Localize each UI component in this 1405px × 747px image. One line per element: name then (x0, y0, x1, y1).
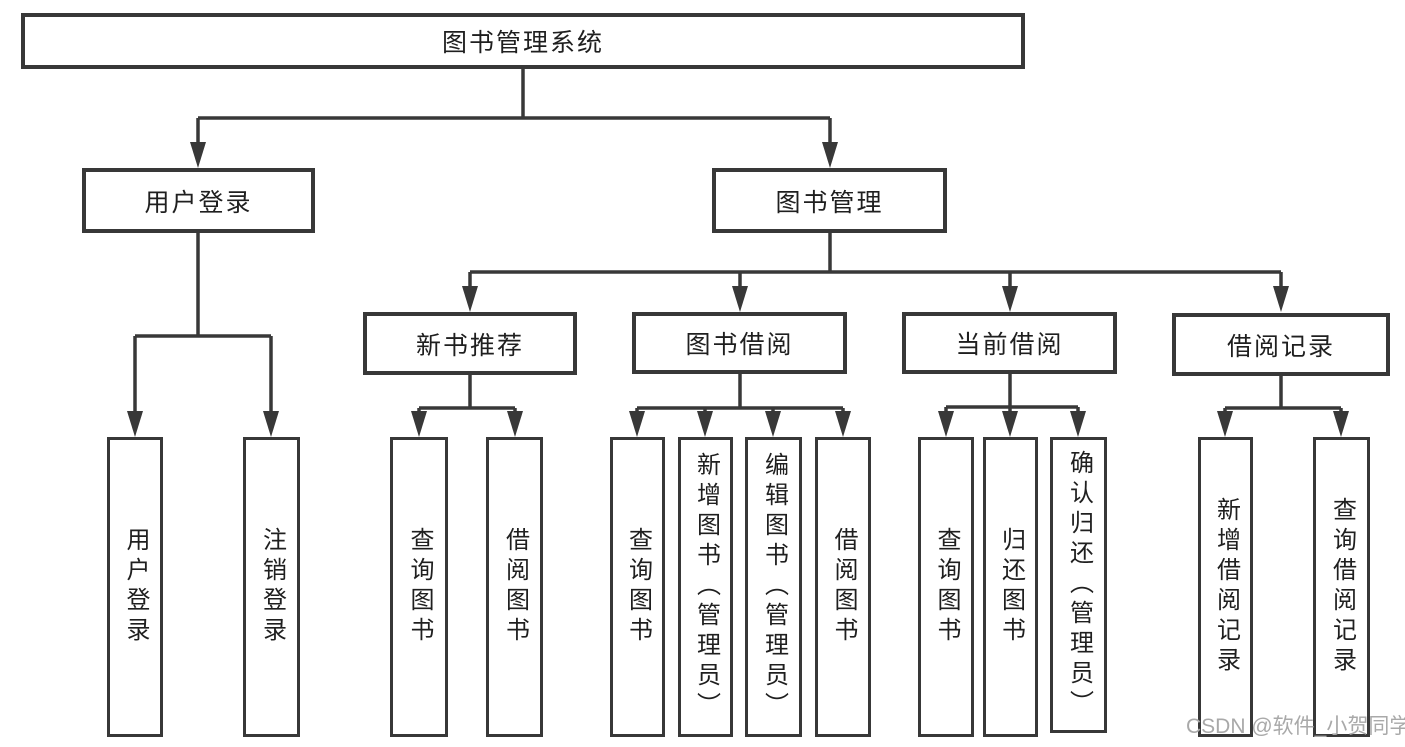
node-library-system: 图书管理系统 (21, 13, 1025, 69)
node-book-management: 图书管理 (712, 168, 947, 233)
node-label: 借阅图书 (830, 527, 857, 647)
leaf-logout: 注销登录 (243, 437, 300, 737)
node-label: 新增借阅记录 (1212, 497, 1240, 677)
node-user-login-branch: 用户登录 (82, 168, 315, 233)
node-label: 归还图书 (997, 527, 1025, 647)
node-label: 新增图书（管理员） (692, 452, 720, 722)
node-label: 编辑图书（管理员） (760, 452, 788, 722)
leaf-query-borrow-record: 查询借阅记录 (1313, 437, 1370, 737)
node-borrow-records: 借阅记录 (1172, 313, 1390, 376)
leaf-borrow-books-2: 借阅图书 (815, 437, 871, 737)
node-label: 查询图书 (624, 527, 652, 647)
node-new-book-recommend: 新书推荐 (363, 312, 577, 375)
node-label: 用户登录 (122, 527, 149, 647)
leaf-confirm-return-admin: 确认归还（管理员） (1050, 437, 1107, 733)
node-label: 查询图书 (406, 527, 433, 647)
leaf-user-login: 用户登录 (107, 437, 163, 737)
leaf-query-books-2: 查询图书 (610, 437, 665, 737)
node-label: 图书管理系统 (441, 29, 604, 57)
node-label: 图书管理 (775, 188, 884, 217)
node-current-borrowing: 当前借阅 (902, 312, 1117, 374)
node-label: 当前借阅 (955, 331, 1064, 359)
watermark: CSDN @软件_小贺同学 (1186, 715, 1405, 738)
node-label: 查询借阅记录 (1328, 497, 1356, 677)
leaf-edit-book-admin: 编辑图书（管理员） (745, 437, 802, 737)
node-label: 图书借阅 (685, 331, 794, 359)
node-label: 注销登录 (258, 527, 286, 647)
leaf-add-book-admin: 新增图书（管理员） (678, 437, 733, 737)
arrowheads (127, 142, 1349, 437)
node-label: 借阅记录 (1226, 332, 1335, 361)
leaf-return-book: 归还图书 (983, 437, 1038, 737)
node-label: 借阅图书 (501, 527, 529, 647)
leaf-add-borrow-record: 新增借阅记录 (1198, 437, 1253, 737)
leaf-query-books-3: 查询图书 (918, 437, 974, 737)
node-book-borrowing: 图书借阅 (632, 312, 847, 374)
node-label: 查询图书 (933, 527, 960, 647)
node-label: 确认归还（管理员） (1065, 450, 1093, 720)
leaf-query-books-1: 查询图书 (390, 437, 448, 737)
leaf-borrow-books-1: 借阅图书 (486, 437, 543, 737)
node-label: 新书推荐 (415, 331, 524, 360)
node-label: 用户登录 (144, 188, 253, 217)
